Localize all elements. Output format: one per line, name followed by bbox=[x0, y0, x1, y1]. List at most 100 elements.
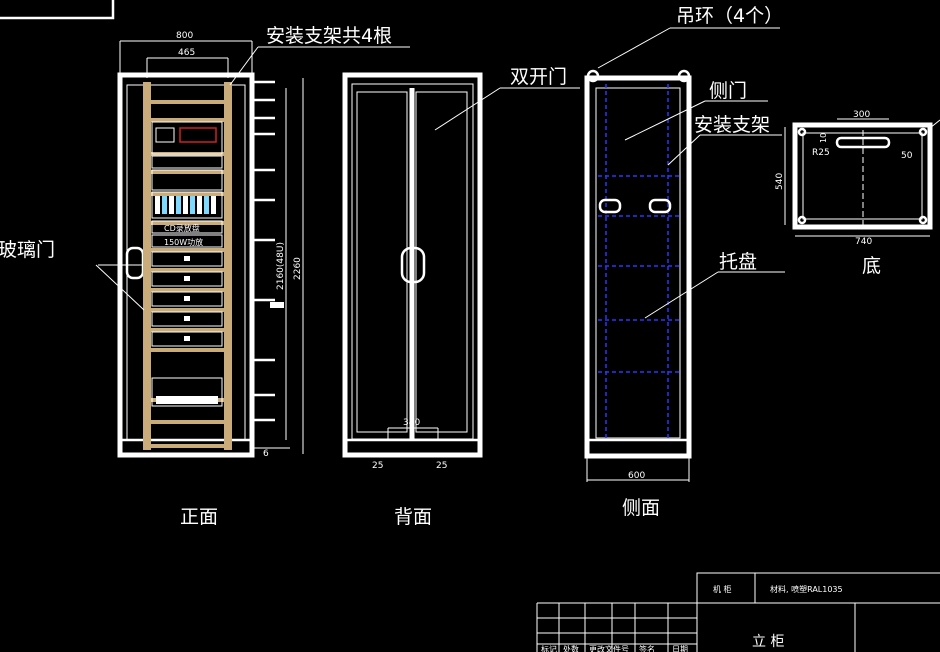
panel-indicator bbox=[184, 336, 190, 341]
border-fragment bbox=[0, 0, 115, 20]
blank-panel bbox=[151, 291, 223, 307]
terminal-module bbox=[155, 196, 160, 214]
equipment-unit-2 bbox=[151, 155, 223, 169]
panel-indicator bbox=[184, 316, 190, 321]
header-count: 处数 bbox=[563, 644, 579, 652]
cd-player-unit bbox=[151, 220, 223, 234]
back-door-left bbox=[356, 91, 408, 433]
blank-units bbox=[151, 196, 223, 407]
leader-brackets bbox=[229, 46, 259, 86]
dim-r25: R25 bbox=[812, 148, 830, 158]
side-base bbox=[585, 438, 691, 458]
lifting-ring-right bbox=[677, 69, 691, 83]
terminal-module bbox=[176, 196, 181, 214]
panel-indicator bbox=[184, 296, 190, 301]
dim-6: 6 bbox=[263, 449, 269, 459]
equipment-screen bbox=[155, 127, 175, 143]
label-mount-bracket: 安装支架 bbox=[694, 114, 770, 136]
bracket-rung bbox=[145, 444, 230, 448]
bracket-rung bbox=[145, 118, 230, 122]
side-handle-right bbox=[648, 198, 672, 214]
terminal-module bbox=[162, 196, 167, 214]
terminal-module bbox=[211, 196, 216, 214]
bracket-rungs bbox=[145, 100, 230, 448]
terminal-module bbox=[204, 196, 209, 214]
leader-tray bbox=[644, 271, 719, 319]
dim-800: 800 bbox=[176, 31, 193, 41]
dim-25-left: 25 bbox=[372, 461, 383, 471]
amplifier-label: 150W功放 bbox=[164, 237, 203, 247]
dimension-ticks bbox=[252, 80, 284, 422]
back-base bbox=[343, 438, 482, 457]
bracket-rung bbox=[145, 288, 230, 292]
front-view: CD录放盘 150W功放 800 465 2260 2160(48U) 6 安装… bbox=[0, 25, 410, 528]
panel-indicator bbox=[184, 276, 190, 281]
dim-10: 10 bbox=[819, 133, 828, 143]
label-glass-door: 玻璃门 bbox=[0, 239, 55, 261]
header-mark: 标记 bbox=[541, 644, 557, 652]
bracket-rung bbox=[145, 248, 230, 252]
dim-2260: 2260 bbox=[293, 257, 303, 280]
title-material-value: 材料, 喷塑RAL1035 bbox=[770, 584, 843, 594]
bracket-rail-left bbox=[143, 82, 151, 450]
blank-panel bbox=[151, 331, 223, 347]
bracket-rung bbox=[145, 420, 230, 424]
bracket-rung bbox=[145, 268, 230, 272]
side-inner-frame bbox=[595, 87, 681, 439]
dim-740: 740 bbox=[855, 237, 872, 247]
bracket-rung bbox=[145, 100, 230, 104]
bottom-frame bbox=[792, 122, 933, 230]
bracket-rail-right bbox=[224, 82, 232, 450]
back-door-right bbox=[415, 91, 468, 433]
dim-marker bbox=[270, 302, 284, 308]
bracket-rung bbox=[145, 328, 230, 332]
terminal-module bbox=[183, 196, 188, 214]
back-handle bbox=[400, 246, 426, 284]
bracket-rung bbox=[145, 221, 230, 225]
dim-25-right: 25 bbox=[436, 461, 447, 471]
front-handle bbox=[125, 246, 145, 280]
dim-540: 540 bbox=[775, 173, 785, 190]
bracket-rung bbox=[145, 192, 230, 196]
header-change-doc: 更改文件号 bbox=[589, 644, 629, 652]
panel-indicator bbox=[184, 256, 190, 261]
view-label-back: 背面 bbox=[394, 506, 432, 528]
equipment-unit-3 bbox=[151, 169, 223, 191]
label-double-door: 双开门 bbox=[510, 66, 567, 88]
view-label-side: 侧面 bbox=[622, 497, 660, 519]
cable-slot bbox=[835, 136, 891, 149]
lifting-ring-left bbox=[586, 69, 600, 83]
equipment-red-display bbox=[179, 127, 217, 143]
bracket-rung bbox=[145, 170, 230, 174]
dim-300: 300 bbox=[853, 110, 870, 120]
leader-side-door bbox=[624, 100, 706, 141]
amplifier-unit bbox=[151, 234, 223, 248]
dim-50: 50 bbox=[901, 151, 913, 161]
bottom-view: 300 R25 50 10 540 740 底 bbox=[775, 110, 940, 277]
label-brackets4: 安装支架共4根 bbox=[266, 25, 392, 47]
label-tray: 托盘 bbox=[719, 251, 757, 273]
label-lifting-ring: 吊环（4个） bbox=[676, 5, 783, 27]
dim-600: 600 bbox=[628, 471, 645, 481]
side-handle-left bbox=[598, 198, 622, 214]
dim-340: 340 bbox=[403, 418, 420, 428]
dim-465: 465 bbox=[178, 48, 195, 58]
power-unit bbox=[151, 377, 223, 407]
header-date: 日期 bbox=[672, 645, 688, 652]
label-bottom: 底 bbox=[862, 255, 881, 277]
blank-panel bbox=[151, 251, 223, 267]
side-view: 600 吊环（4个） 侧门 安装支架 托盘 侧面 bbox=[584, 5, 785, 519]
header-sign: 签名 bbox=[639, 644, 655, 652]
bracket-rung bbox=[145, 308, 230, 312]
leader-mount-bracket bbox=[667, 134, 701, 166]
title-block: 机 柜 材料, 喷塑RAL1035 标记 处数 更改文件号 签名 日期 立 柜 bbox=[536, 572, 940, 652]
blank-panel bbox=[151, 311, 223, 327]
terminal-module bbox=[197, 196, 202, 214]
leader-double-door bbox=[434, 87, 501, 131]
equipment-unit-1 bbox=[151, 121, 223, 155]
title-material-label: 机 柜 bbox=[713, 584, 732, 594]
back-view: 340 25 25 双开门 背面 bbox=[342, 66, 580, 528]
title-name: 立 柜 bbox=[752, 634, 784, 650]
bracket-rung bbox=[145, 348, 230, 352]
